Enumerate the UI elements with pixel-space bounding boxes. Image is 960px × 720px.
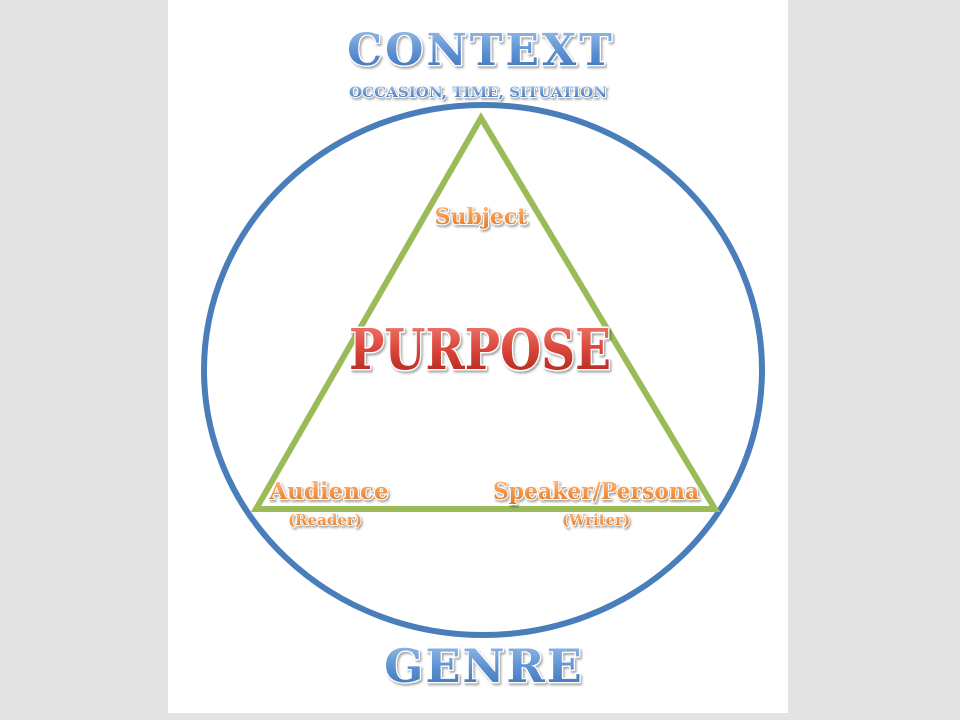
subject-label: Subject (435, 204, 529, 230)
context-circle (201, 102, 765, 638)
rhetorical-triangle (250, 112, 721, 512)
context-subtitle: OCCASION, TIME, SITUATION (349, 85, 607, 101)
context-title: CONTEXT (347, 25, 615, 76)
genre-label: GENRE (384, 639, 584, 693)
speaker-persona-label: Speaker/Persona (493, 478, 699, 505)
purpose-label: PURPOSE (349, 317, 611, 383)
writer-label: (Writer) (562, 511, 630, 529)
audience-label: Audience (268, 478, 388, 505)
reader-label: (Reader) (288, 511, 362, 529)
